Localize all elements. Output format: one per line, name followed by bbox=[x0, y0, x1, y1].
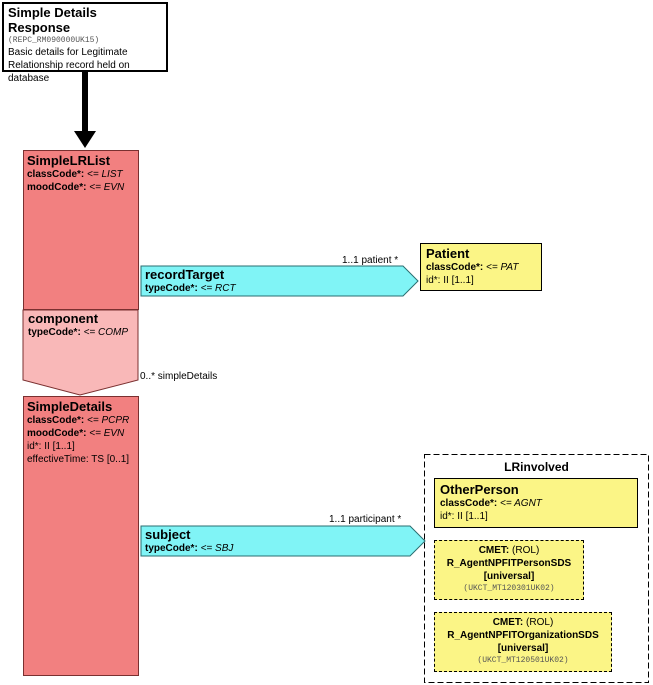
class-code-value: <= LIST bbox=[87, 169, 123, 180]
simple-lr-list-box: SimpleLRList classCode*: <= LIST moodCod… bbox=[23, 150, 139, 310]
simple-details-title: SimpleDetails bbox=[27, 399, 113, 414]
entry-arrow-head bbox=[74, 131, 96, 148]
mood-code-label: moodCode*: bbox=[27, 428, 87, 439]
cmet-label: CMET: bbox=[478, 545, 510, 556]
other-person-title: OtherPerson bbox=[440, 482, 519, 497]
type-code-value: <= SBJ bbox=[200, 543, 234, 554]
entry-description-line: database bbox=[8, 73, 50, 84]
simple-details-box: SimpleDetails classCode*: <= PCPR moodCo… bbox=[23, 396, 139, 676]
mood-code-value: <= EVN bbox=[89, 182, 125, 193]
simple-details-id: id*: II [1..1] bbox=[27, 441, 75, 452]
cmet-name: R_AgentNPFITPersonSDS bbox=[446, 558, 572, 569]
cmet-flavor: [universal] bbox=[497, 643, 549, 654]
class-code-label: classCode*: bbox=[426, 262, 484, 273]
entry-code: (REPC_RM090000UK15) bbox=[8, 36, 100, 45]
class-code-value: <= PCPR bbox=[87, 415, 130, 426]
cmet-role: (ROL) bbox=[526, 617, 554, 628]
class-code-label: classCode*: bbox=[27, 415, 85, 426]
component-shape bbox=[22, 309, 139, 396]
other-person-box: OtherPerson classCode*: <= AGNT id*: II … bbox=[434, 478, 638, 528]
simple-details-effective-time: effectiveTime: TS [0..1] bbox=[27, 454, 130, 465]
subject-label: subject typeCode*: <= SBJ bbox=[145, 527, 233, 555]
type-code-label: typeCode*: bbox=[145, 543, 198, 554]
simple-lr-list-title: SimpleLRList bbox=[27, 153, 111, 168]
patient-title: Patient bbox=[426, 246, 470, 261]
entry-title: Simple Details Response bbox=[8, 5, 97, 35]
cmet-label: CMET: bbox=[492, 617, 524, 628]
record-target-title: recordTarget bbox=[145, 267, 225, 282]
record-target-arrow bbox=[140, 265, 419, 297]
other-person-id: id*: II [1..1] bbox=[440, 511, 488, 522]
component-label: component typeCode*: <= COMP bbox=[28, 311, 128, 339]
type-code-value: <= COMP bbox=[83, 327, 129, 338]
record-target-label: recordTarget typeCode*: <= RCT bbox=[145, 267, 236, 295]
subject-multiplicity: 1..1 participant * bbox=[329, 514, 402, 525]
mood-code-value: <= EVN bbox=[89, 428, 125, 439]
type-code-label: typeCode*: bbox=[28, 327, 81, 338]
subject-arrow bbox=[140, 525, 426, 557]
cmet-name: R_AgentNPFITOrganizationSDS bbox=[447, 630, 599, 641]
type-code-label: typeCode*: bbox=[145, 283, 198, 294]
cmet-code: (UKCT_MT120501UK02) bbox=[477, 656, 569, 665]
lr-involved-title: LRinvolved bbox=[504, 460, 569, 474]
cmet-person-box: CMET: (ROL) R_AgentNPFITPersonSDS [unive… bbox=[434, 540, 584, 600]
patient-id: id*: II [1..1] bbox=[426, 275, 474, 286]
class-code-value: <= AGNT bbox=[500, 498, 542, 509]
class-code-value: <= PAT bbox=[486, 262, 519, 273]
entry-description-line: Relationship record held on bbox=[8, 60, 130, 71]
component-multiplicity: 0..* simpleDetails bbox=[140, 371, 218, 382]
mood-code-label: moodCode*: bbox=[27, 182, 87, 193]
class-code-label: classCode*: bbox=[440, 498, 498, 509]
subject-title: subject bbox=[145, 527, 191, 542]
class-code-label: classCode*: bbox=[27, 169, 85, 180]
component-title: component bbox=[28, 311, 99, 326]
entry-description-line: Basic details for Legitimate bbox=[8, 47, 128, 58]
record-target-multiplicity: 1..1 patient * bbox=[342, 255, 399, 266]
cmet-flavor: [universal] bbox=[483, 571, 535, 582]
entry-box: Simple Details Response (REPC_RM090000UK… bbox=[2, 2, 168, 84]
lr-involved-box bbox=[424, 454, 649, 683]
cmet-organization-box: CMET: (ROL) R_AgentNPFITOrganizationSDS … bbox=[434, 612, 612, 672]
type-code-value: <= RCT bbox=[200, 283, 236, 294]
cmet-role: (ROL) bbox=[512, 545, 540, 556]
cmet-code: (UKCT_MT120301UK02) bbox=[463, 584, 555, 593]
patient-box: Patient classCode*: <= PAT id*: II [1..1… bbox=[420, 243, 542, 291]
